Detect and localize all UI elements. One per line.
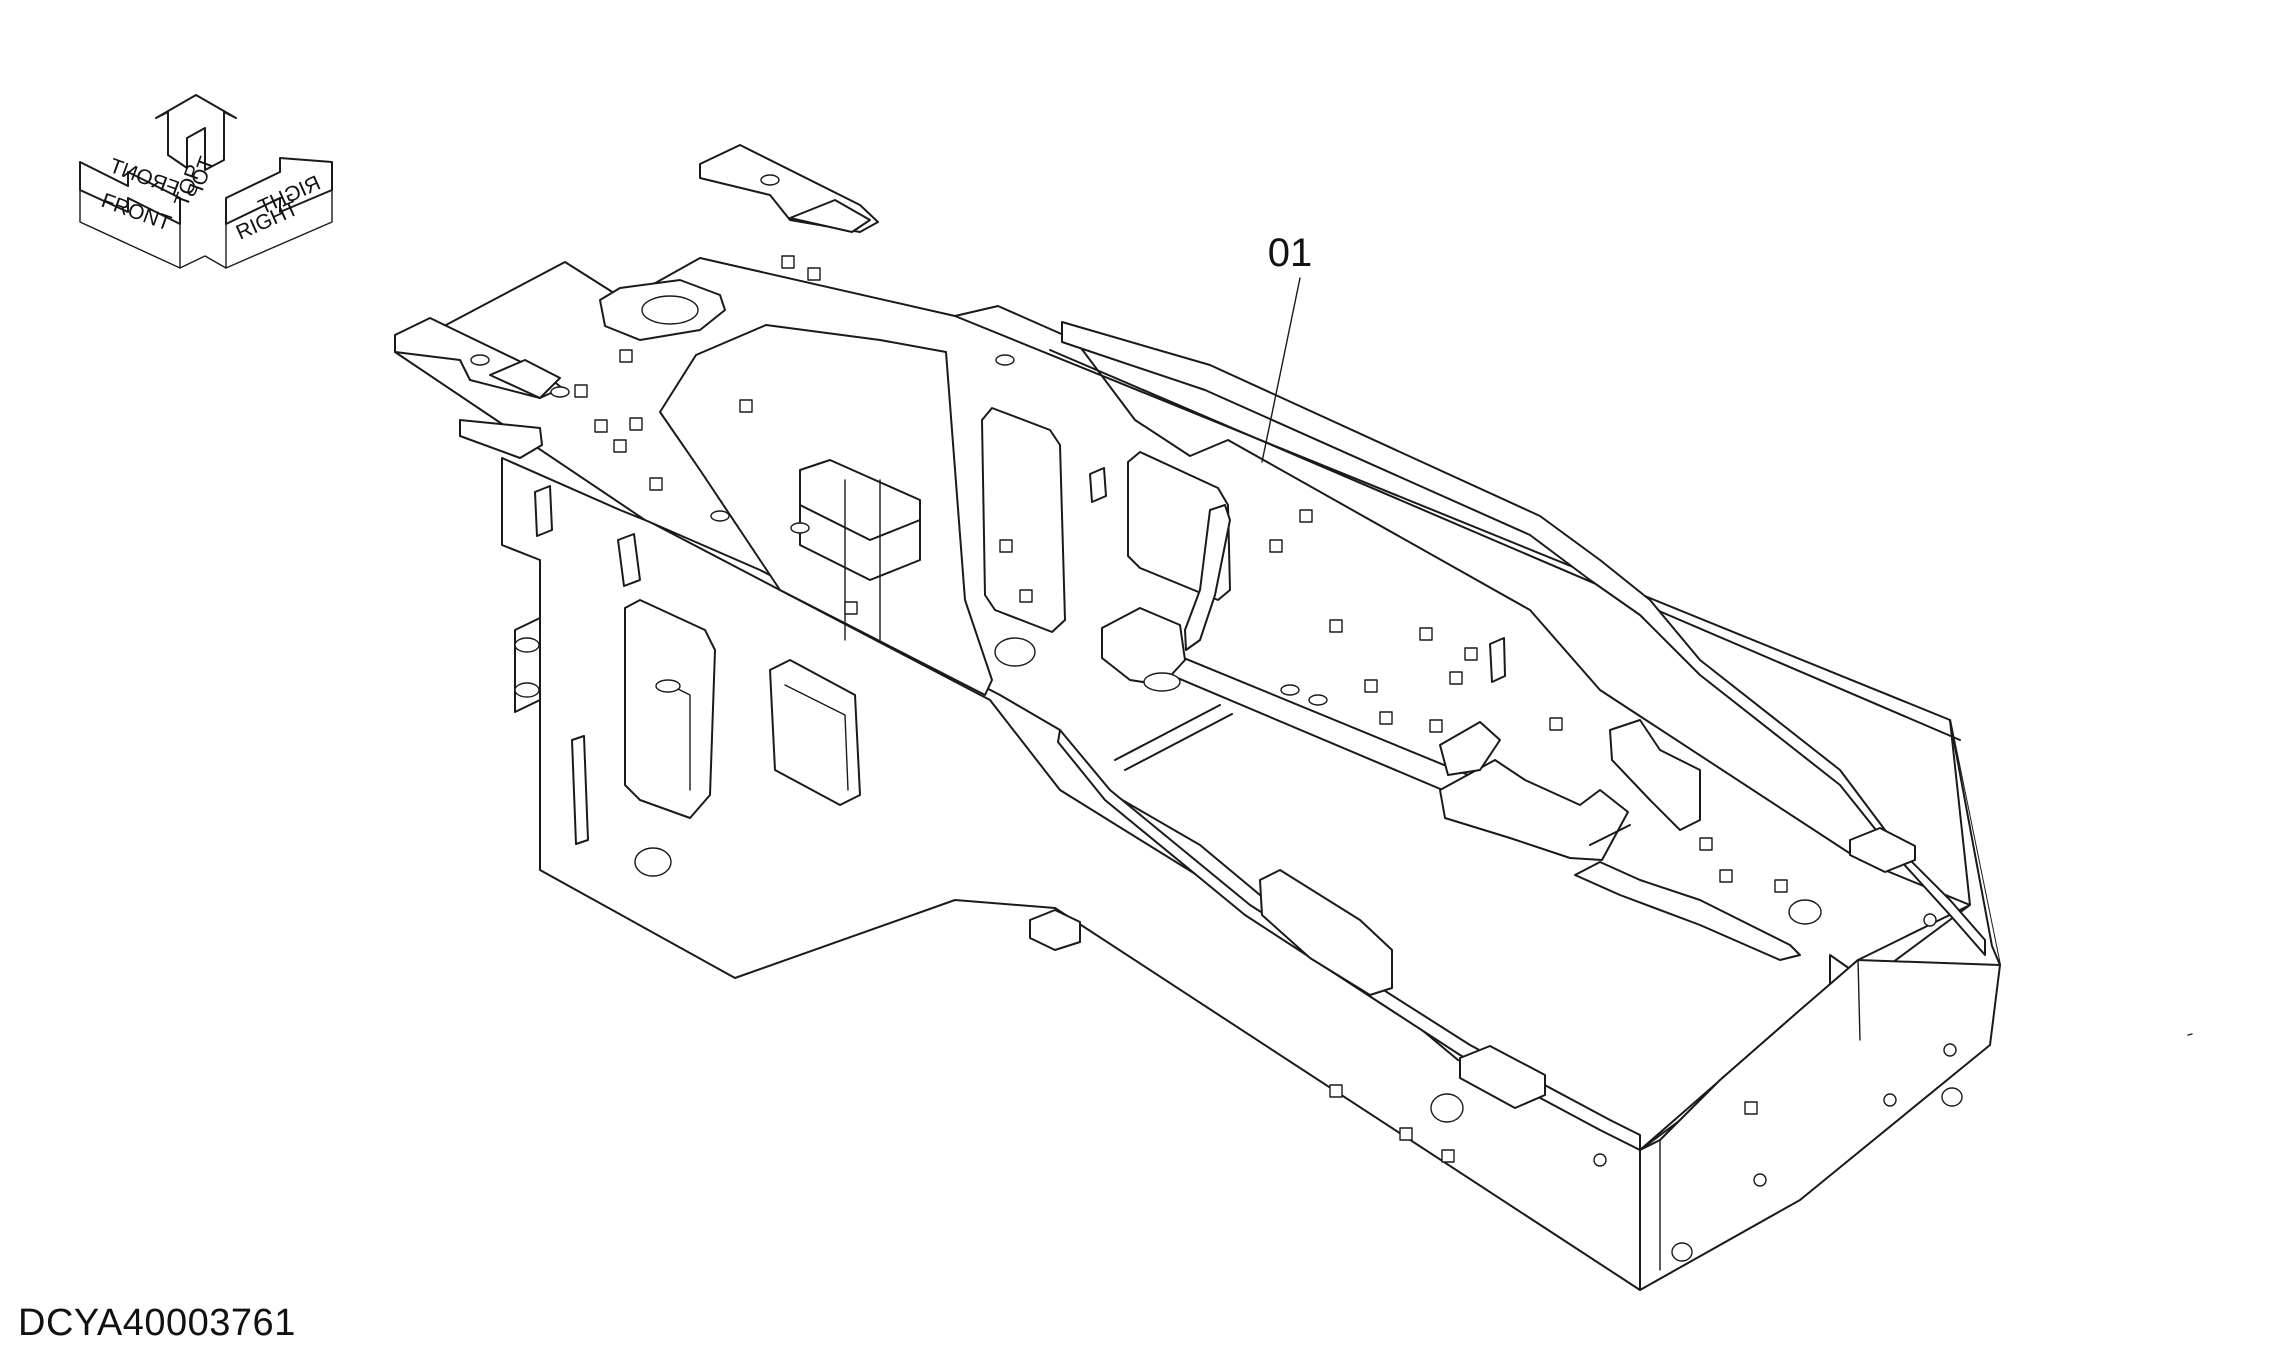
drawing-id: DCYA40003761 — [18, 1302, 296, 1344]
callout-label: 01 — [1268, 231, 1313, 275]
callout-01[interactable]: 01 — [1261, 231, 1313, 463]
hole-pattern — [470, 174, 1963, 1262]
main-frame — [394, 144, 2001, 1291]
orientation-icon: FRONT FRONT TOP TOP RIGHT RIGHT — [79, 94, 333, 269]
callout-leader-line — [1261, 277, 1301, 463]
boss-group-front — [574, 255, 1788, 1163]
stray-mark — [2187, 1033, 2193, 1036]
